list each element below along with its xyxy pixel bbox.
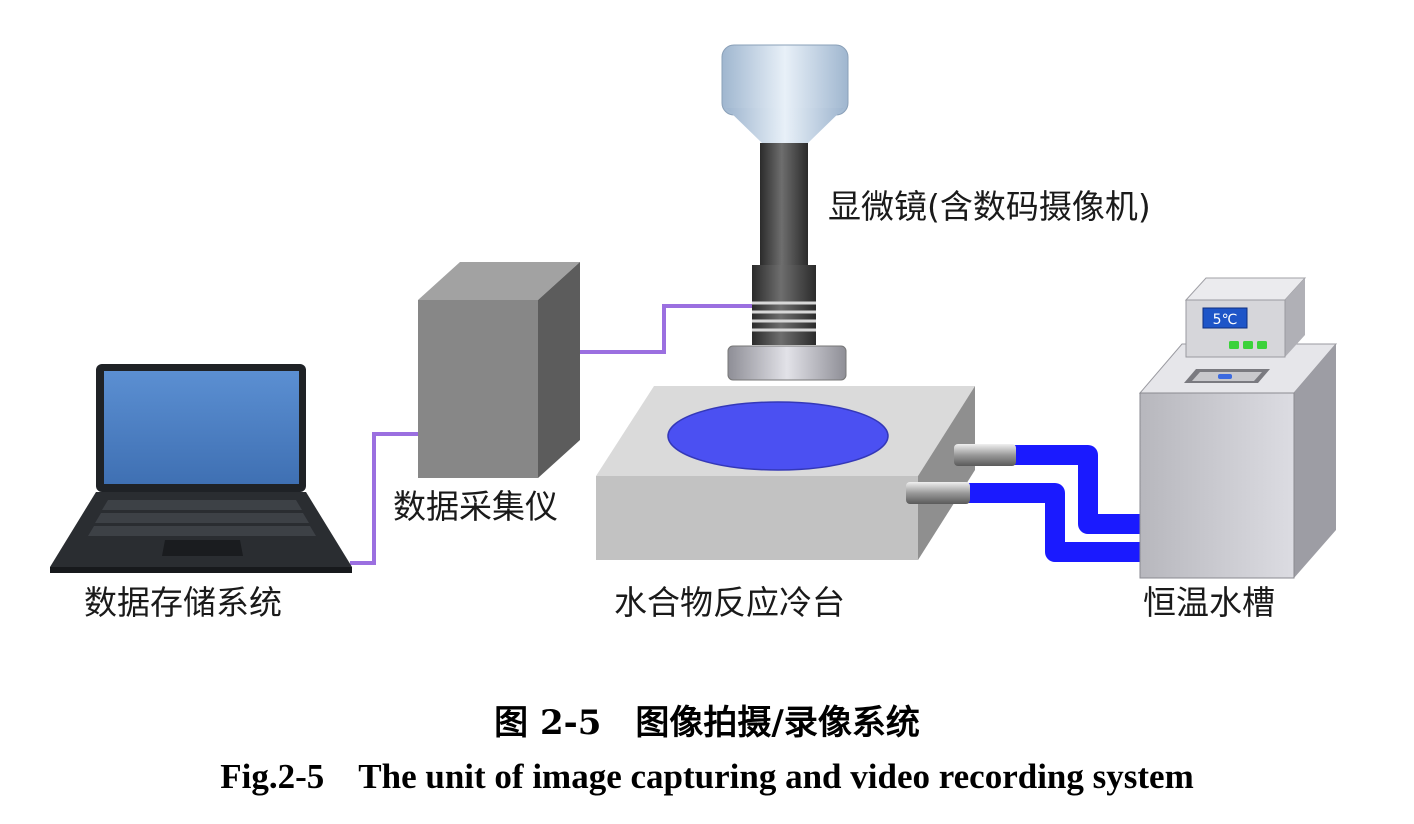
laptop bbox=[50, 364, 352, 573]
caption-cn-title: 图像拍摄/录像系统 bbox=[635, 703, 920, 743]
bath-temperature-text: 5℃ bbox=[1213, 312, 1238, 328]
microscope-cone bbox=[726, 108, 844, 143]
microscope-tube bbox=[760, 143, 808, 265]
label-water-bath: 恒温水槽 bbox=[1143, 583, 1275, 622]
sample-well bbox=[667, 401, 889, 471]
laptop-keys bbox=[88, 500, 316, 536]
label-microscope: 显微镜(含数码摄像机) bbox=[828, 187, 1151, 226]
bath-indicator-lights bbox=[1229, 341, 1267, 349]
figure-caption-english: Fig.2-5 The unit of image capturing and v… bbox=[0, 757, 1414, 797]
system-diagram: 5℃ bbox=[50, 44, 1338, 579]
fitting-upper bbox=[954, 444, 1016, 466]
label-data-acquisition: 数据采集仪 bbox=[393, 487, 558, 526]
fitting-lower bbox=[906, 482, 970, 504]
caption-cn-number: 图 2-5 bbox=[494, 703, 602, 743]
caption-en-title: The unit of image capturing and video re… bbox=[358, 757, 1194, 796]
laptop-base-edge bbox=[50, 567, 352, 573]
hoses bbox=[968, 445, 1142, 562]
label-data-storage: 数据存储系统 bbox=[84, 583, 282, 622]
cold-stage bbox=[596, 386, 975, 560]
microscope-eyepiece bbox=[721, 44, 849, 116]
caption-en-number: Fig.2-5 bbox=[220, 757, 325, 796]
figure-caption-chinese: 图 2-5 图像拍摄/录像系统 bbox=[0, 695, 1414, 744]
label-cold-stage: 水合物反应冷台 bbox=[614, 583, 845, 622]
hose-lower bbox=[968, 483, 1142, 562]
microscope-body bbox=[752, 265, 816, 345]
cable-acquisition-to-microscope bbox=[578, 304, 756, 354]
microscope bbox=[721, 44, 849, 381]
microscope-objective-base bbox=[727, 345, 847, 381]
bath-lid-handle bbox=[1218, 374, 1232, 379]
laptop-touchpad bbox=[162, 540, 243, 556]
hose-upper bbox=[1014, 445, 1142, 534]
data-acquisition-box bbox=[418, 262, 580, 478]
cables bbox=[350, 304, 756, 565]
microscope-focus-rings bbox=[752, 301, 816, 332]
water-bath: 5℃ bbox=[1138, 277, 1338, 579]
laptop-screen bbox=[104, 371, 299, 484]
cable-laptop-to-acquisition bbox=[350, 432, 418, 565]
bath-temperature-display bbox=[1202, 307, 1248, 329]
